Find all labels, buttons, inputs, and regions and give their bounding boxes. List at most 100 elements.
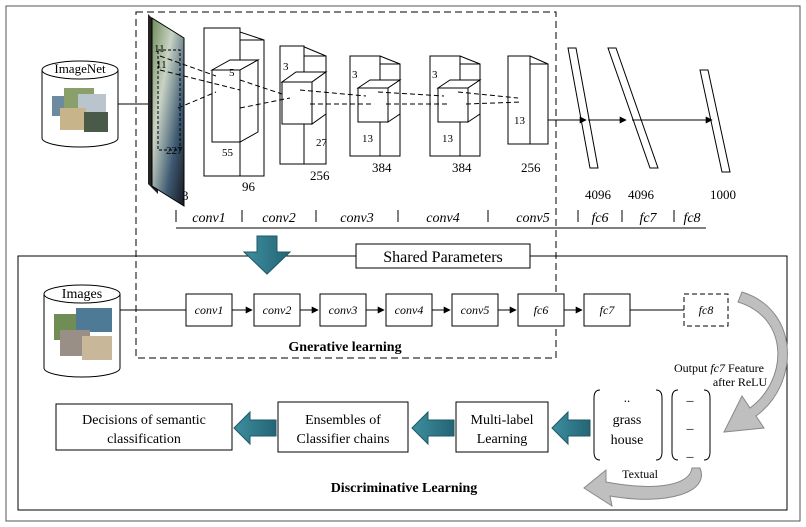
- pipeline-fc6-label: fc6: [534, 303, 549, 317]
- pipeline-conv1: conv1: [185, 293, 233, 327]
- textual-words-arrow: [583, 467, 702, 508]
- input-dim: 227: [166, 145, 183, 157]
- conv4-kernel: 3: [432, 69, 438, 81]
- pipeline-fc7: fc7: [583, 293, 631, 327]
- input-kernel-2: 11: [156, 59, 167, 71]
- layer-label-fc6: fc6: [591, 211, 608, 226]
- imagenet-database: ImageNet: [41, 60, 119, 148]
- receptive-connections: [159, 55, 523, 109]
- pipeline-conv3-label: conv3: [329, 303, 358, 317]
- pipeline-conv2: conv2: [253, 293, 301, 327]
- pipeline-fc6: fc6: [517, 293, 565, 327]
- conv5-spatial: 13: [514, 115, 526, 127]
- word-house: house: [611, 433, 644, 448]
- ensembles-line1: Ensembles of: [305, 413, 381, 428]
- feature-vector: _ _ _: [671, 389, 711, 461]
- layer-label-conv4: conv4: [426, 211, 459, 226]
- conv1-spatial: 55: [222, 147, 234, 159]
- photo-thumbnail: [60, 108, 86, 130]
- word-grass: grass: [613, 413, 642, 428]
- conv3-depth: 384: [372, 160, 392, 175]
- pipeline-fc8-label: fc8: [699, 303, 714, 317]
- word-vector: .. grass house: [593, 389, 663, 461]
- conv3-kernel: 3: [352, 69, 358, 81]
- conv3-spatial: 13: [362, 133, 374, 145]
- conv2-depth: 256: [310, 168, 330, 183]
- conv4-block: 3 13 384: [429, 55, 482, 175]
- decisions-box: [55, 403, 233, 451]
- outer-frame: [5, 5, 801, 522]
- conv1-receptive-field: [157, 49, 181, 151]
- pipeline-conv5-label: conv5: [461, 303, 490, 317]
- pipeline-fc7-label: fc7: [600, 303, 616, 317]
- textual-words-line1: Textual: [622, 467, 658, 481]
- images-label: Images: [62, 287, 102, 302]
- input-depth: 3: [182, 188, 189, 203]
- layer-label-row: conv1 conv2 conv3 conv4 conv5 fc6 fc7 fc…: [175, 210, 706, 229]
- conv5-depth: 256: [521, 160, 541, 175]
- conv4-depth: 384: [452, 160, 472, 175]
- generative-region: [135, 11, 557, 359]
- conv4-spatial: 13: [442, 133, 454, 145]
- multilabel-to-ensembles-arrow: [411, 410, 455, 446]
- conv2-spatial: 27: [316, 137, 328, 149]
- fc6-plane: 4096: [567, 47, 612, 202]
- vector-value: _: [686, 445, 695, 460]
- fc7-depth: 4096: [628, 187, 655, 202]
- multilabel-line2: Learning: [477, 432, 528, 447]
- imagenet-label: ImageNet: [54, 61, 106, 76]
- pipeline-conv2-label: conv2: [263, 303, 292, 317]
- multilabel-box: [455, 401, 549, 453]
- pipeline-conv1-label: conv1: [195, 303, 224, 317]
- shared-parameters-label: Shared Parameters: [383, 249, 503, 266]
- input-kernel-1: 11: [154, 43, 165, 55]
- discriminative-learning-label: Discriminative Learning: [331, 481, 478, 496]
- photo-thumbnail: [84, 112, 108, 132]
- layer-label-fc8: fc8: [683, 211, 700, 226]
- images-database: Images: [43, 284, 121, 378]
- decisions-line2: classification: [107, 432, 181, 447]
- multilabel-line1: Multi-label: [471, 413, 534, 428]
- layer-label-conv3: conv3: [340, 211, 373, 226]
- pipeline-conv5: conv5: [451, 293, 499, 327]
- generative-learning-label: Gnerative learning: [288, 340, 401, 355]
- conv5-block: 13 256: [507, 55, 549, 175]
- conv1-block: 5 55 96: [203, 27, 265, 194]
- fc8-plane: 1000: [699, 69, 736, 202]
- pipeline-conv4: conv4: [385, 293, 433, 327]
- output-feature-line1: Output fc7 Feature: [674, 361, 764, 375]
- conv3-block: 3 13 384: [349, 55, 402, 175]
- conv2-kernel: 3: [283, 61, 289, 73]
- feature-output-arrow: [723, 291, 788, 433]
- shared-parameters-box: [355, 243, 531, 269]
- decisions-line1: Decisions of semantic: [82, 413, 206, 428]
- layer-label-conv2: conv2: [262, 211, 295, 226]
- conv2-block: 3 27 256: [279, 45, 330, 183]
- vector-bracket-right: [703, 389, 711, 461]
- conv1-kernel: 5: [229, 67, 235, 79]
- word-bracket-left: [593, 389, 601, 461]
- vector-value: _: [686, 417, 695, 432]
- vector-value: _: [686, 389, 695, 404]
- photo-thumbnail: [82, 336, 112, 360]
- vector-bracket-left: [671, 389, 679, 461]
- layer-label-fc7: fc7: [639, 211, 657, 226]
- ensembles-box: [277, 401, 409, 453]
- words-to-multilabel-arrow: [551, 410, 591, 446]
- pipeline-conv4-label: conv4: [395, 303, 424, 317]
- fc7-plane: 4096: [607, 47, 659, 202]
- input-volume: 11 11 227 3: [148, 14, 189, 207]
- word-dots: ..: [624, 390, 631, 405]
- pipeline-conv3: conv3: [319, 293, 367, 327]
- layer-label-conv1: conv1: [192, 211, 225, 226]
- conv1-depth: 96: [242, 179, 256, 194]
- pipeline-fc8: fc8: [683, 293, 729, 327]
- fc6-depth: 4096: [585, 187, 612, 202]
- ensembles-to-decisions-arrow: [233, 410, 277, 446]
- word-bracket-right: [655, 389, 663, 461]
- ensembles-line2: Classifier chains: [297, 432, 390, 447]
- shared-parameters-arrow: [242, 235, 292, 275]
- output-feature-line2: after ReLU: [713, 375, 768, 389]
- fc8-depth: 1000: [710, 187, 736, 202]
